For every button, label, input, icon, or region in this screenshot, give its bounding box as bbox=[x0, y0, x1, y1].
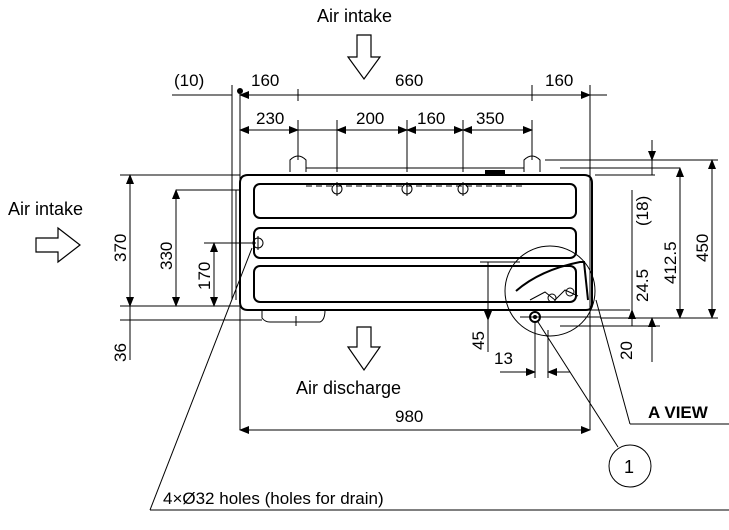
drain-hole bbox=[401, 182, 413, 196]
holes-note: 4×Ø32 holes (holes for drain) bbox=[149, 247, 729, 511]
dim-18: (18) bbox=[633, 196, 652, 226]
air-intake-top-label: Air intake bbox=[317, 6, 392, 26]
air-intake-left-label: Air intake bbox=[8, 199, 83, 219]
dim-top-right: 160 bbox=[545, 71, 573, 90]
dim-350: 350 bbox=[476, 109, 504, 128]
dim-412-5: 412.5 bbox=[661, 241, 680, 284]
dim-13: 13 bbox=[494, 349, 513, 368]
air-intake-top-arrow-icon bbox=[346, 34, 382, 81]
dim-45: 45 bbox=[469, 331, 488, 350]
callout-one: 1 bbox=[537, 321, 652, 488]
top-dimension-row: (10) 160 660 160 bbox=[172, 71, 607, 430]
right-dimensions: 24.5 (18) 412.5 450 20 bbox=[545, 140, 718, 362]
drain-hole bbox=[331, 182, 343, 196]
air-discharge-arrow-icon bbox=[346, 326, 382, 372]
a-view-label: A VIEW bbox=[648, 403, 709, 422]
bottom-small-dimensions: 45 13 bbox=[469, 261, 570, 378]
dim-top-mid: 660 bbox=[395, 71, 423, 90]
dim-370: 370 bbox=[111, 234, 130, 262]
a-view-callout: A VIEW bbox=[595, 299, 729, 425]
dim-980: 980 bbox=[395, 407, 423, 426]
second-dimension-row: 230 200 160 350 bbox=[239, 109, 533, 172]
dim-450: 450 bbox=[693, 234, 712, 262]
dim-24-5: 24.5 bbox=[633, 269, 652, 302]
air-discharge-label: Air discharge bbox=[296, 378, 401, 398]
holes-note-label: 4×Ø32 holes (holes for drain) bbox=[163, 489, 384, 508]
drain-hole bbox=[457, 182, 469, 196]
dim-330: 330 bbox=[157, 242, 176, 270]
a-view-detail bbox=[504, 245, 600, 337]
dim-36: 36 bbox=[111, 343, 130, 362]
left-dimensions: 370 330 170 36 bbox=[111, 174, 262, 362]
dim-170: 170 bbox=[195, 262, 214, 290]
dim-200: 200 bbox=[356, 109, 384, 128]
dim-top-left: 160 bbox=[251, 71, 279, 90]
dim-160: 160 bbox=[417, 109, 445, 128]
callout-number: 1 bbox=[624, 457, 634, 477]
unit-body bbox=[235, 155, 593, 326]
dim-20: 20 bbox=[617, 341, 636, 360]
air-intake-left-arrow-icon bbox=[35, 226, 81, 264]
dim-230: 230 bbox=[256, 109, 284, 128]
dim-top-offset: (10) bbox=[174, 71, 204, 90]
width-dimension: 980 bbox=[239, 407, 591, 434]
